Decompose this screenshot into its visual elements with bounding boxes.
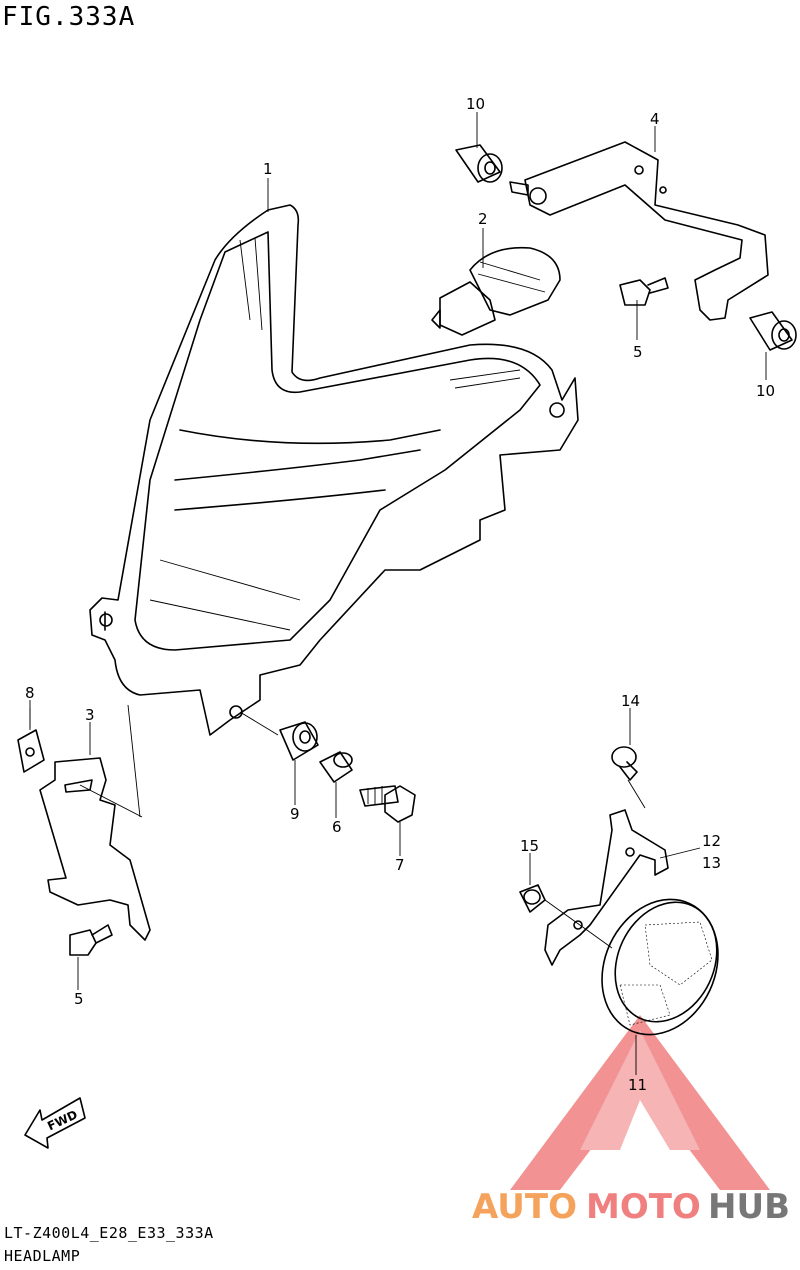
bolt-upper [619,277,669,306]
figure-code: LT-Z400L4_E28_E33_333A [4,1224,214,1242]
reflector-bracket [544,779,701,966]
callout-3: 3 [85,706,95,724]
callout-10-upper: 10 [466,95,485,113]
watermark-auto: AUTO [472,1187,577,1227]
callout-15: 15 [520,837,539,855]
screw-14 [611,746,638,781]
callout-4: 4 [650,110,660,128]
callout-1: 1 [263,160,273,178]
upper-bracket [509,141,769,321]
callout-12: 12 [702,832,721,850]
collar-10-upper [455,144,503,183]
callout-14: 14 [621,692,640,710]
bolt-lower [69,924,113,956]
callout-6: 6 [332,818,342,836]
headlamp-bulb [431,246,561,336]
callout-5-upper: 5 [633,343,643,361]
fwd-arrow: FWD [24,1097,86,1149]
watermark-logo [510,1015,770,1190]
left-bracket [39,704,151,941]
leader-lines [29,112,767,1075]
collar [319,751,353,783]
callout-2: 2 [478,210,488,228]
watermark-text: AUTO MOTO HUB [472,1187,790,1227]
callout-9: 9 [290,805,300,823]
figure-title: FIG.333A [2,2,136,32]
grommet [239,711,319,761]
callout-7: 7 [395,856,405,874]
headlamp-housing [89,204,579,736]
callout-5-lower: 5 [74,990,84,1008]
callout-labels: 1 2 3 4 5 5 6 7 8 9 10 10 11 12 13 14 15 [25,95,775,1094]
callout-10-lower: 10 [756,382,775,400]
figure-name: HEADLAMP [4,1247,81,1265]
callout-13: 13 [702,854,721,872]
nut-15 [519,884,613,949]
callout-11: 11 [628,1076,647,1094]
clip-nut [17,708,45,773]
reflector [601,898,719,1036]
collar-10-lower [749,311,797,351]
bolt-7 [359,785,416,823]
callout-8: 8 [25,684,35,702]
watermark-moto: MOTO [586,1187,701,1227]
watermark-hub: HUB [708,1187,790,1227]
